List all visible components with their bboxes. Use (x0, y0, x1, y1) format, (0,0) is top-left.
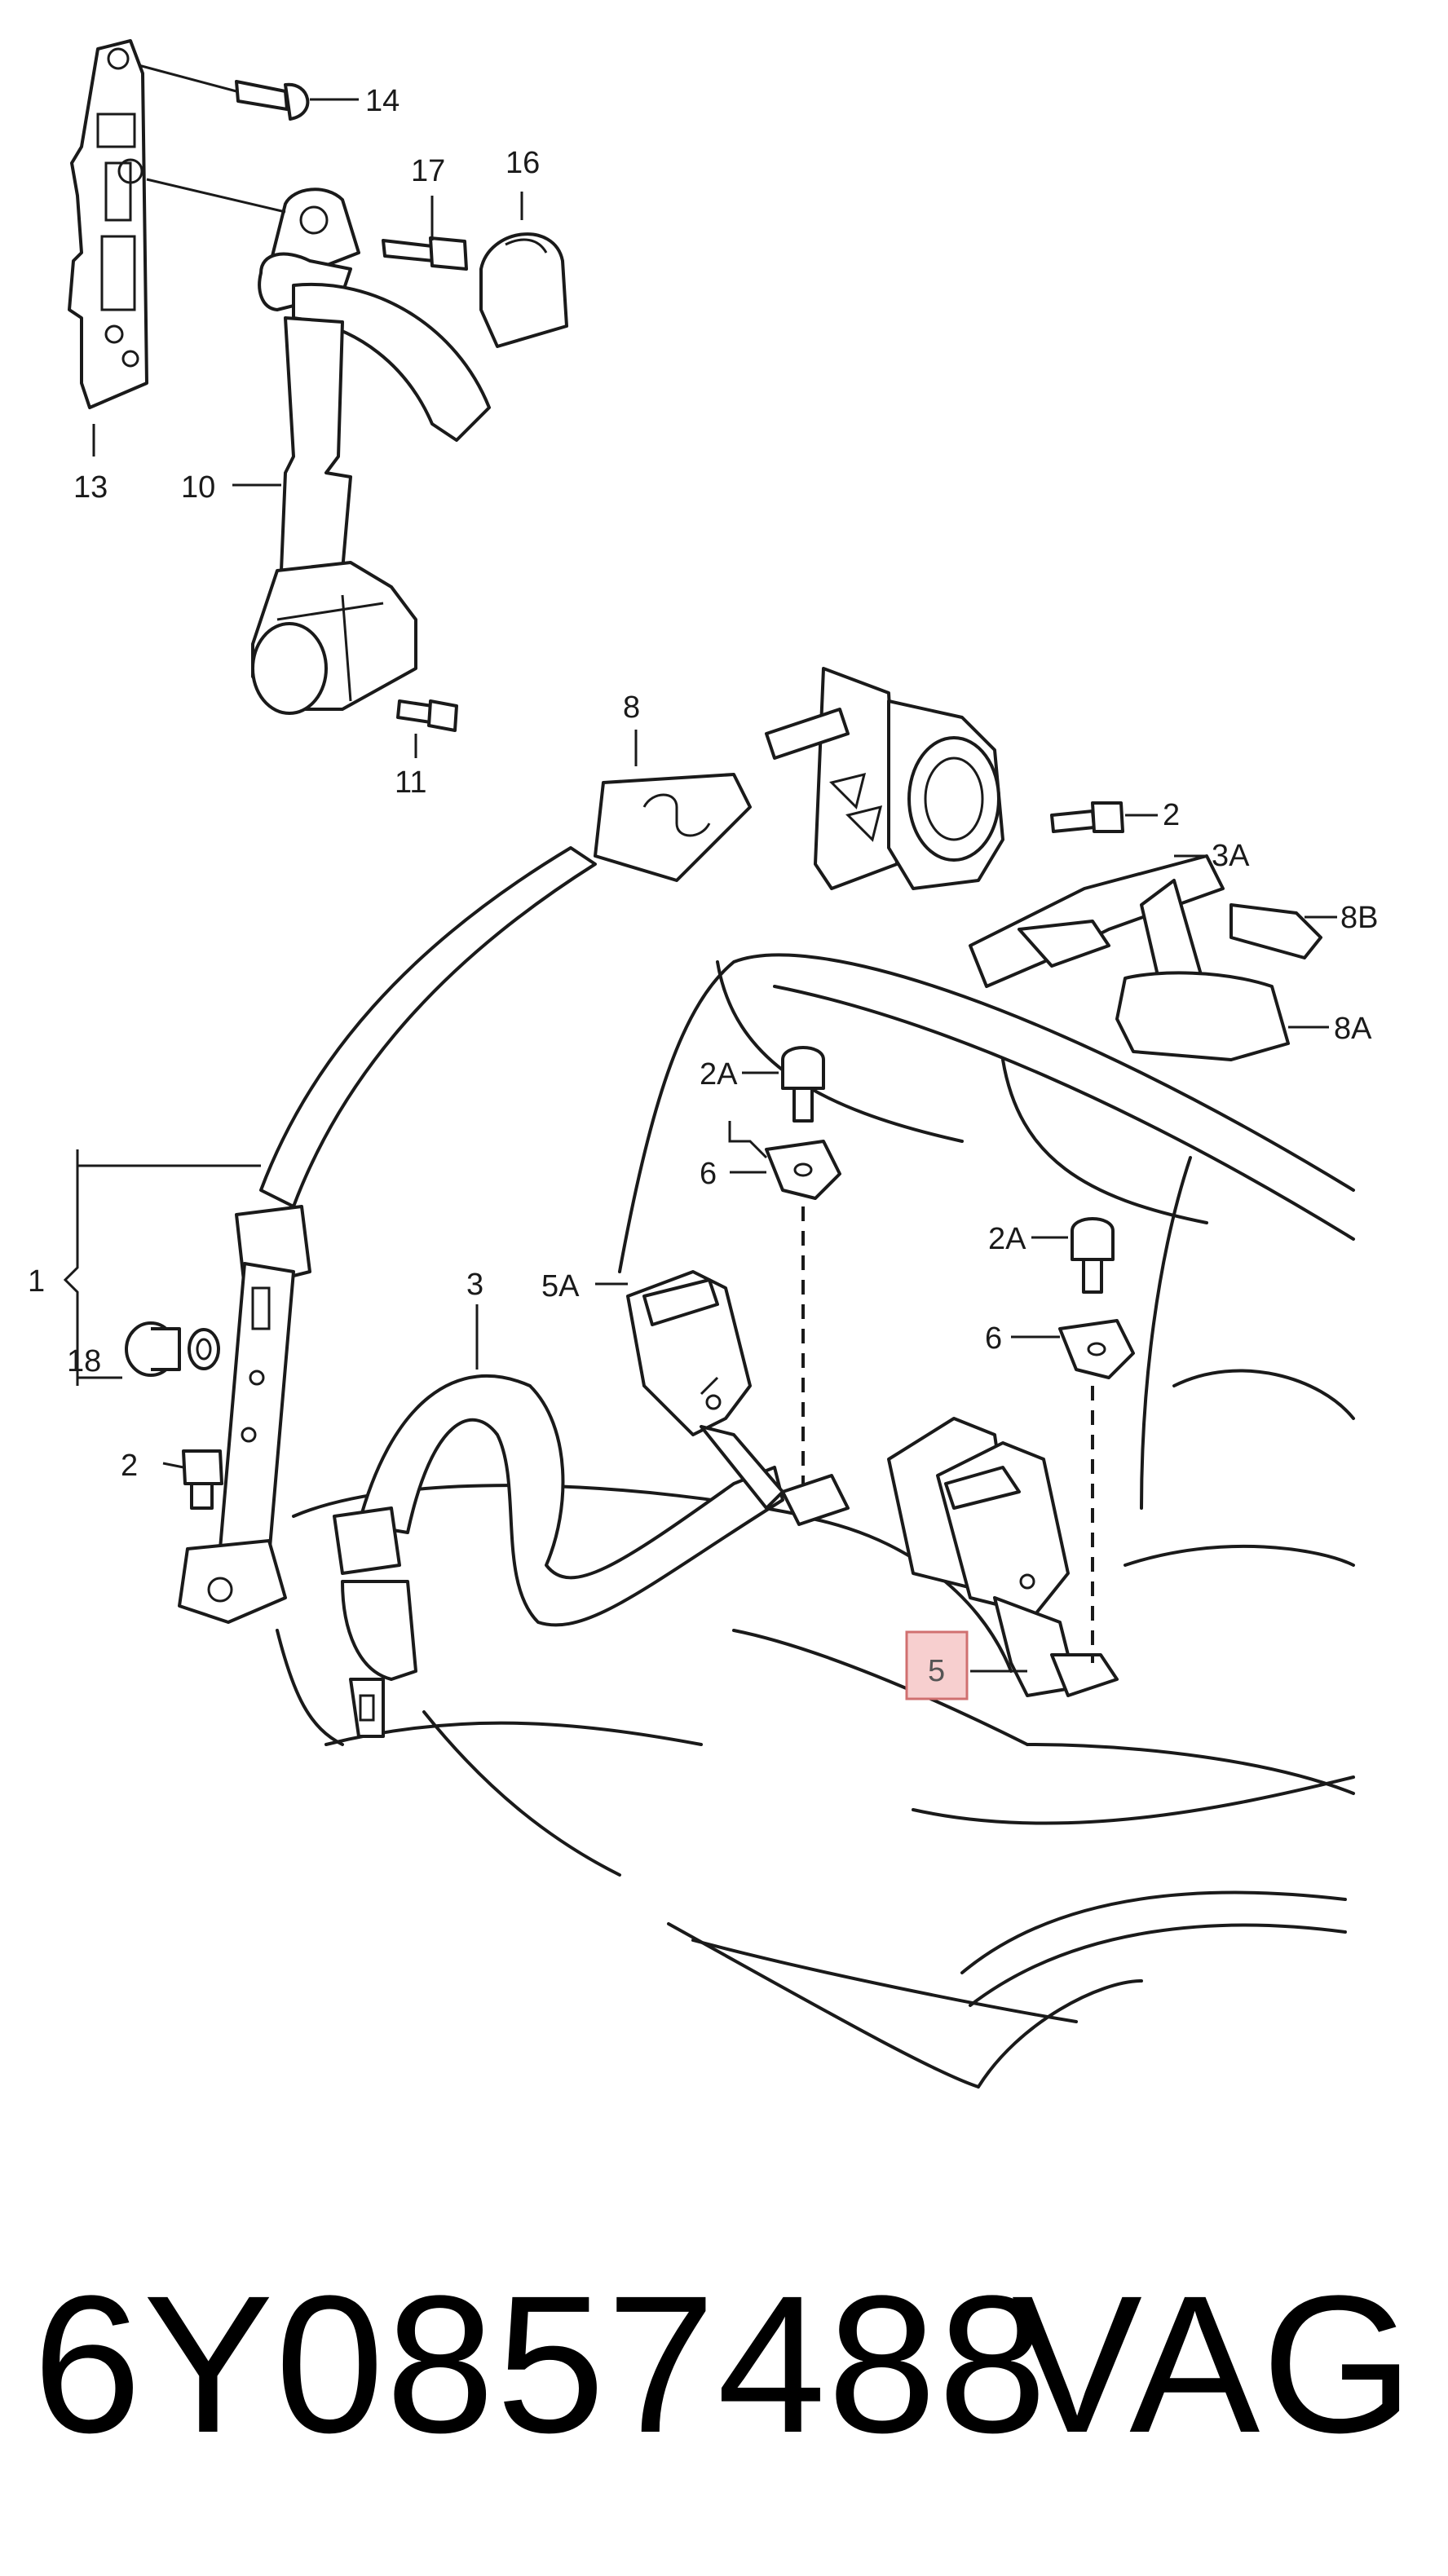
callout-6-left: 6 (700, 1157, 717, 1191)
bolt-part-17 (382, 236, 468, 271)
bolt-part-2-left (182, 1449, 223, 1510)
callout-2A-right: 2A (988, 1222, 1026, 1256)
height-adjuster-rail-part-13 (68, 39, 148, 409)
bolt-part-14 (235, 80, 310, 121)
double-buckle-part-5 (887, 1417, 1119, 1697)
part-number: 6Y0857488 (33, 2255, 1048, 2473)
center-anchor-plate (781, 1474, 850, 1526)
cover-part-8A (1115, 971, 1290, 1061)
cover-cap-part-16 (479, 232, 568, 348)
callout-1: 1 (28, 1264, 45, 1299)
callout-17: 17 (411, 154, 445, 188)
bolt-part-2-top (1050, 801, 1124, 833)
callout-16: 16 (505, 146, 540, 180)
callout-14: 14 (365, 84, 400, 118)
cover-part-8B (1229, 903, 1322, 959)
callout-3A: 3A (1212, 839, 1250, 873)
center-retractor (765, 667, 1004, 890)
callout-8A: 8A (1334, 1012, 1372, 1046)
callout-2-left: 2 (121, 1449, 138, 1483)
clip-part-18 (125, 1321, 220, 1377)
outer-belt-part-1 (178, 846, 597, 1624)
retractor-upper (251, 561, 417, 715)
callout-11: 11 (395, 765, 426, 800)
callout-3: 3 (466, 1268, 483, 1302)
bolt-part-2A-left (781, 1046, 825, 1123)
callout-18: 18 (67, 1344, 101, 1378)
lap-belt-part-3 (333, 1374, 784, 1738)
callout-5: 5 (928, 1654, 945, 1688)
seat-belt-exploded-diagram: 14 17 16 13 10 11 8 2 3A 8B 8A 2A 6 1 3 … (28, 39, 1378, 2089)
bolt-part-11 (396, 699, 458, 732)
callout-13: 13 (73, 470, 108, 505)
callout-2-top: 2 (1163, 798, 1180, 832)
leader-lines (63, 64, 1337, 1673)
callout-labels: 14 17 16 13 10 11 8 2 3A 8B 8A 2A 6 1 3 … (28, 84, 1378, 1688)
brand-label: VAG (1011, 2255, 1415, 2473)
trim-guide-part-8 (594, 773, 752, 882)
callout-10: 10 (181, 470, 215, 505)
belt-webbing-part-10 (280, 316, 352, 572)
callout-6-right: 6 (985, 1321, 1002, 1356)
buckle-part-5A (626, 1270, 784, 1510)
highlight-box-part-5 (905, 1630, 969, 1700)
washer-part-6-right (1058, 1319, 1135, 1379)
callout-2A-left: 2A (700, 1057, 738, 1092)
callout-8B: 8B (1340, 901, 1378, 935)
callout-8: 8 (623, 690, 640, 725)
footer: 6Y0857488 VAG (0, 2234, 1448, 2576)
bolt-part-2A-right (1071, 1217, 1115, 1294)
callout-5A: 5A (541, 1269, 580, 1303)
washer-part-6-left (765, 1140, 841, 1200)
rear-seat-outline (276, 953, 1355, 2089)
